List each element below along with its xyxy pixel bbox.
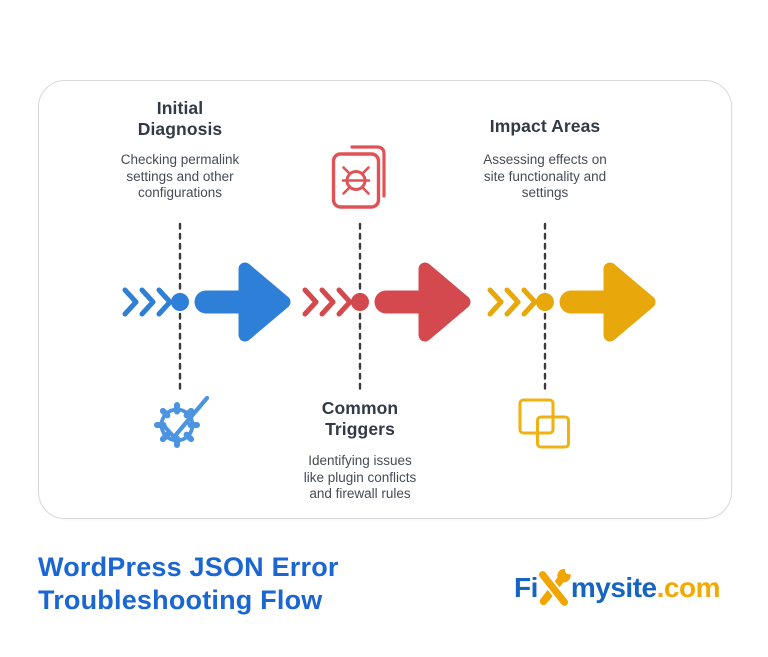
flow-arrow-icon bbox=[194, 262, 291, 342]
flow-arrow-icon bbox=[559, 262, 656, 342]
chevrons-icon bbox=[122, 287, 173, 317]
brand-logo: Fi mysite .com bbox=[514, 566, 720, 610]
overlap-squares-icon bbox=[518, 398, 571, 449]
logo-text-com: .com bbox=[656, 572, 721, 603]
gear-check-icon bbox=[154, 395, 210, 448]
flow-segment-red bbox=[302, 262, 471, 342]
logo-text-mysite: mysite bbox=[570, 572, 657, 603]
flow-arrow-icon bbox=[374, 262, 471, 342]
logo-text-fi: Fi bbox=[514, 572, 538, 603]
timeline-dot bbox=[171, 293, 189, 311]
step-title-common-triggers: Common Triggers bbox=[321, 398, 399, 439]
flow-segment-blue bbox=[122, 262, 291, 342]
wrench-pencil-icon bbox=[537, 566, 573, 608]
step-description-initial-diagnosis: Checking permalink settings and other co… bbox=[120, 152, 240, 200]
step-title-initial-diagnosis: Initial Diagnosis bbox=[137, 98, 223, 139]
flow-segment-yellow bbox=[487, 262, 656, 342]
chevrons-icon bbox=[302, 287, 353, 317]
step-title-impact-areas: Impact Areas bbox=[489, 116, 601, 136]
step-description-impact-areas: Assessing effects on site functionality … bbox=[483, 152, 607, 200]
bug-pages-icon bbox=[331, 145, 386, 209]
step-description-common-triggers: Identifying issues like plugin conflicts… bbox=[303, 453, 417, 501]
timeline-dot bbox=[536, 293, 554, 311]
chevrons-icon bbox=[487, 287, 538, 317]
page-title: WordPress JSON Error Troubleshooting Flo… bbox=[38, 552, 339, 615]
timeline-dot bbox=[351, 293, 369, 311]
